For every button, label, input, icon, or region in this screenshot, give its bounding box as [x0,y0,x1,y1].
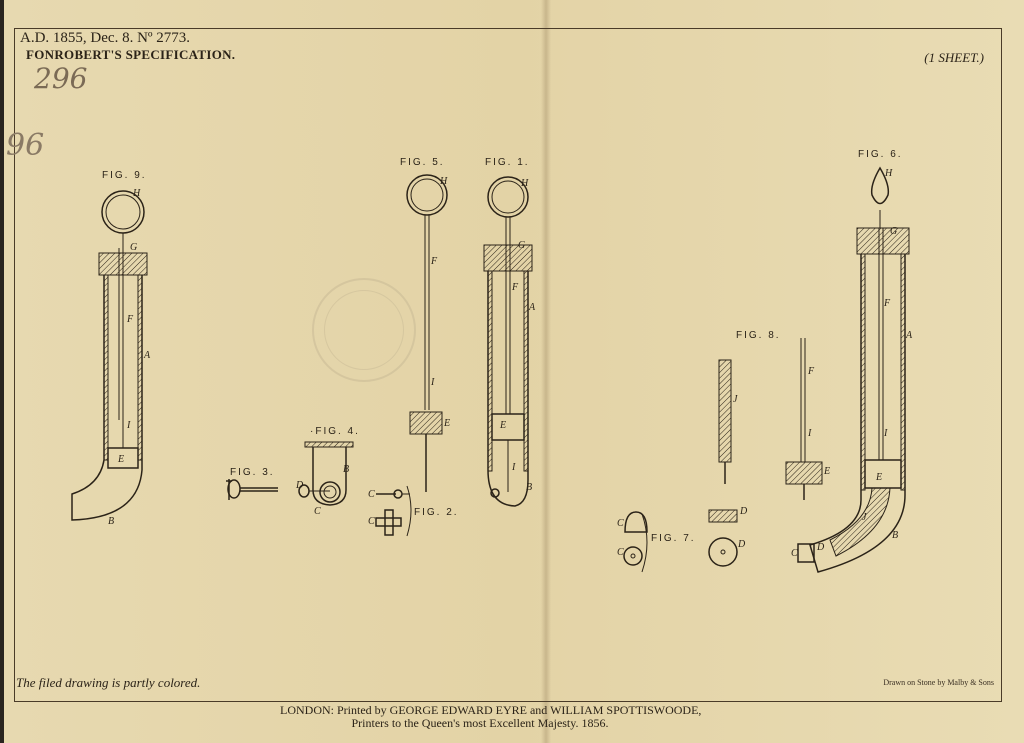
svg-text:H: H [439,176,448,187]
svg-text:A: A [905,330,913,341]
handwritten-number: 296 [34,62,88,95]
fig4-label: ·FIG. 4. [310,426,360,437]
svg-text:I: I [126,420,131,431]
fig2-drawing: C C [368,485,412,537]
lithographer-credit: Drawn on Stone by Malby & Sons [883,678,994,687]
patent-date-number: A.D. 1855, Dec. 8. Nº 2773. [20,30,191,46]
svg-text:G: G [130,242,137,253]
svg-text:B: B [108,516,114,527]
svg-text:C: C [617,518,624,529]
imprint-line-1: LONDON: Printed by GEORGE EDWARD EYRE an… [280,703,702,717]
svg-text:E: E [443,418,450,429]
svg-text:E: E [117,454,124,465]
svg-text:F: F [430,256,438,267]
svg-text:I: I [430,377,435,388]
fig6-drawing: H G F A I E J B C D [791,166,913,573]
drawing-border [14,28,1002,702]
svg-text:F: F [126,314,134,325]
svg-text:B: B [892,530,898,541]
fig5-label: FIG. 5. [400,157,445,168]
patent-sheet [4,0,1024,743]
printer-imprint: LONDON: Printed by GEORGE EDWARD EYRE an… [280,704,701,730]
fig2-label: FIG. 2. [414,507,459,518]
svg-text:I: I [883,428,888,439]
svg-text:E: E [499,420,506,431]
page-fold [541,0,551,743]
svg-text:B: B [343,464,349,475]
svg-text:H: H [132,188,141,199]
svg-text:C: C [368,516,375,527]
svg-text:C: C [368,489,375,500]
svg-text:H: H [884,168,893,179]
svg-text:G: G [518,240,525,251]
fig7-drawing: C C D D [617,506,748,573]
embossed-seal [312,278,416,382]
svg-text:F: F [807,366,815,377]
svg-text:D: D [816,542,825,553]
fig6-label: FIG. 6. [858,149,903,160]
svg-text:J: J [733,394,738,405]
fig8-drawing: J F I E [718,338,830,500]
fig9-label: FIG. 9. [102,170,147,181]
svg-text:B: B [526,482,532,493]
fig7-label: FIG. 7. [651,533,696,544]
svg-text:F: F [883,298,891,309]
svg-text:D: D [295,480,304,491]
fig5-drawing: H F I E [406,174,450,492]
fig3-drawing [226,479,278,500]
handwritten-margin-mark: 96 [6,128,45,163]
svg-text:A: A [143,350,151,361]
svg-text:C: C [617,547,624,558]
svg-text:D: D [737,539,746,550]
svg-text:I: I [511,462,516,473]
imprint-line-2: Printers to the Queen's most Excellent M… [351,716,609,730]
fig9-drawing: H G F A I E B [71,188,151,527]
svg-text:G: G [890,226,897,237]
fig1-label: FIG. 1. [485,157,530,168]
svg-text:I: I [807,428,812,439]
specification-title: FONROBERT'S SPECIFICATION. [26,47,236,62]
svg-text:C: C [314,506,321,517]
svg-text:D: D [739,506,748,517]
seal-inner-ring [324,290,404,370]
fig8-label: FIG. 8. [736,330,781,341]
fig4-drawing: B D C [295,441,354,517]
svg-text:H: H [520,178,529,189]
svg-text:E: E [823,466,830,477]
sheet-count: (1 SHEET.) [924,50,984,65]
fig1-drawing: H G F A E I B [483,176,536,507]
svg-text:C: C [791,548,798,559]
filed-drawing-note: The filed drawing is partly colored. [16,675,201,690]
svg-text:A: A [528,302,536,313]
svg-text:J: J [862,512,867,523]
svg-text:F: F [511,282,519,293]
fig3-label: FIG. 3. [230,467,275,478]
svg-text:E: E [875,472,882,483]
